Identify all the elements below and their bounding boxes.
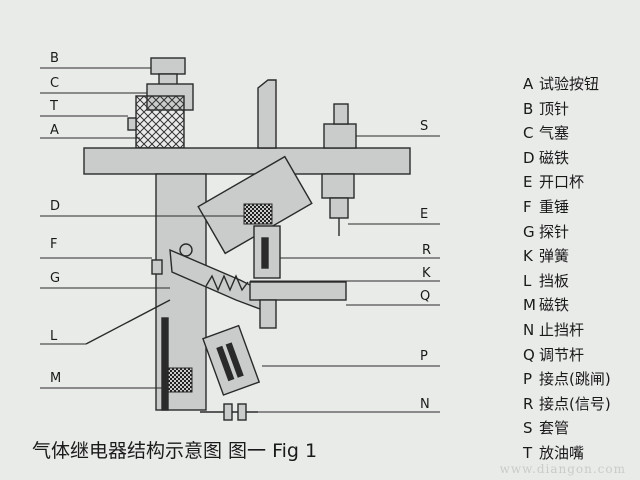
magnet-bar [161, 317, 169, 411]
legend-key: F [523, 197, 532, 216]
callout-K: K [422, 266, 431, 281]
legend-text: 接点(信号) [539, 394, 611, 413]
legend-key: M [523, 296, 536, 315]
legend-text: 探针 [539, 222, 570, 241]
legend-item: E 开口杯 [523, 170, 640, 195]
legend-text: 气塞 [539, 124, 570, 143]
baffle [85, 299, 171, 345]
upright-post [257, 79, 277, 149]
ejector-pin-cap [150, 57, 186, 75]
callout-L: L [50, 329, 58, 344]
legend-item: T 放油嘴 [523, 441, 640, 466]
magnet-d-block [243, 203, 273, 225]
legend-key: A [523, 75, 534, 93]
legend-item: L 挡板 [523, 269, 640, 294]
legend-key: T [523, 443, 533, 462]
legend-text: 调节杆 [539, 345, 585, 364]
callout-F: F [50, 237, 57, 252]
legend-key: R [523, 394, 534, 413]
callout-G: G [50, 271, 60, 286]
legend-text: 止挡杆 [539, 320, 585, 339]
legend-text: 接点(跳闸) [539, 370, 611, 389]
trip-contact [202, 324, 261, 396]
callout-S: S [420, 119, 428, 134]
legend-item: R 接点(信号) [523, 392, 640, 417]
bushing [323, 123, 357, 149]
adjusting-rod [249, 281, 347, 301]
legend-key: N [523, 320, 535, 339]
legend-text: 磁铁 [539, 296, 570, 315]
legend-key: G [523, 222, 535, 241]
callout-A: A [50, 123, 59, 138]
legend-key: Q [523, 345, 535, 364]
callout-P: P [420, 349, 428, 364]
legend-item: C 气塞 [523, 121, 640, 146]
callout-Q: Q [420, 289, 430, 304]
figure-caption: 气体继电器结构示意图 图一 Fig 1 [32, 440, 318, 462]
legend-item: P 接点(跳闸) [523, 367, 640, 392]
test-button [135, 95, 185, 149]
legend-item: K 弹簧 [523, 244, 640, 269]
spring [205, 274, 249, 292]
legend-text: 弹簧 [539, 247, 570, 266]
legend-key: E [523, 173, 533, 192]
legend-item: B 顶针 [523, 97, 640, 122]
callout-E: E [420, 207, 428, 222]
legend-key: S [523, 419, 533, 438]
leader-lines [40, 67, 440, 413]
legend-text: 顶针 [539, 99, 570, 118]
callout-B: B [50, 51, 59, 66]
legend-key: C [523, 124, 534, 143]
callout-T: T [49, 99, 58, 114]
callout-C: C [50, 76, 59, 91]
legend-text: 磁铁 [539, 148, 570, 167]
legend-item: A 试验按钮 [523, 72, 640, 97]
legend-text: 放油嘴 [539, 443, 585, 462]
legend-text: 试验按钮 [539, 75, 600, 93]
legend-key: B [523, 99, 534, 118]
magnet-m-block [167, 367, 193, 393]
legend-text: 套管 [539, 419, 570, 438]
legend-key: P [523, 370, 533, 389]
top-plate [83, 147, 411, 175]
legend-item: F 重锤 [523, 195, 640, 220]
callout-N: N [420, 397, 430, 412]
legend-key: K [523, 247, 533, 266]
legend-text: 开口杯 [539, 173, 585, 192]
callout-M: M [50, 371, 61, 386]
legend-text: 挡板 [539, 271, 570, 290]
callout-R: R [422, 243, 431, 258]
callout-D: D [50, 199, 60, 214]
watermark: www.diangon.com [499, 462, 626, 476]
legend-text: 重锤 [539, 197, 570, 216]
weight-pivot [179, 243, 193, 257]
legend-key: D [523, 148, 535, 167]
legend-key: L [523, 271, 532, 290]
legend-item: S 套管 [523, 416, 640, 441]
